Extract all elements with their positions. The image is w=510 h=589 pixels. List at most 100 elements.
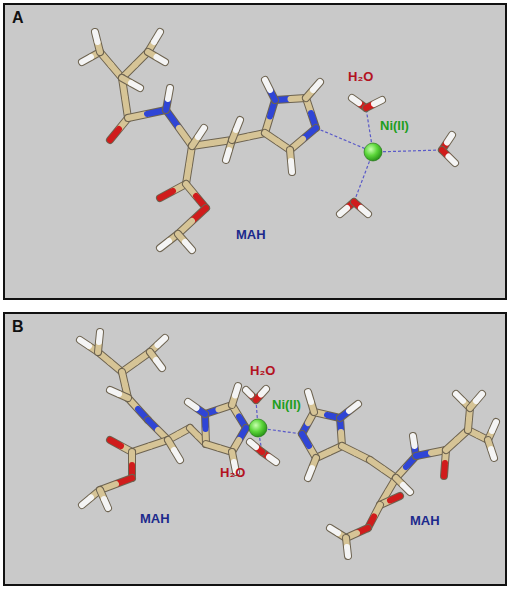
figure-panel: B xyxy=(3,312,507,586)
bond-stick xyxy=(447,135,452,143)
bond-stick xyxy=(148,52,165,62)
bond-stick xyxy=(166,88,170,110)
bond-stick xyxy=(256,389,266,400)
bond-stick xyxy=(178,234,192,250)
bond-stick xyxy=(265,133,278,142)
bond-stick xyxy=(178,208,206,234)
bond-stick xyxy=(160,241,169,248)
molecule-label: MAH xyxy=(140,512,170,527)
bond-stick xyxy=(361,208,368,214)
bond-stick xyxy=(168,88,170,99)
bond-stick xyxy=(100,490,108,508)
bond-stick xyxy=(302,434,316,458)
bond-stick xyxy=(261,389,266,395)
bond-stick xyxy=(232,120,240,140)
bond-stick xyxy=(82,57,91,62)
bond-stick xyxy=(95,32,100,52)
bond-stick xyxy=(306,82,320,98)
bond-stick xyxy=(250,442,262,452)
bond-stick xyxy=(132,440,168,452)
bond-stick xyxy=(390,496,400,501)
bond-stick xyxy=(442,150,455,163)
bond-stick xyxy=(250,442,256,447)
bond-stick xyxy=(308,392,311,402)
bond-stick xyxy=(98,332,100,352)
metal-label: Ni(II) xyxy=(380,119,409,134)
bond-stick xyxy=(122,352,150,372)
bond-stick xyxy=(346,538,348,556)
bond-stick xyxy=(110,129,119,140)
bond-stick xyxy=(491,449,494,458)
panel-letter: A xyxy=(12,9,24,27)
water-label: H₂O xyxy=(220,466,245,481)
bond-stick xyxy=(157,57,166,62)
bond-stick xyxy=(340,418,342,446)
bond-stick xyxy=(110,390,128,398)
bond-stick xyxy=(308,392,314,412)
bond-stick xyxy=(122,78,140,88)
bond-stick xyxy=(340,404,358,418)
panel-ground xyxy=(3,3,507,300)
bond-stick xyxy=(95,32,98,42)
molecule-label: MAH xyxy=(410,514,440,529)
bond-stick xyxy=(308,458,316,478)
water-label: H₂O xyxy=(250,364,275,379)
panel-letter: B xyxy=(12,318,24,336)
bond-stick xyxy=(186,146,192,184)
bond-stick xyxy=(82,498,91,506)
nickel-ion xyxy=(364,143,382,161)
bond-stick xyxy=(232,405,246,428)
bond-stick xyxy=(110,440,121,446)
bond-stick xyxy=(205,405,232,414)
bond-stick xyxy=(444,463,445,476)
bond-stick xyxy=(396,456,416,478)
bond-stick xyxy=(174,450,180,460)
bond-stick xyxy=(349,404,358,411)
bond-stick xyxy=(265,80,275,100)
bond-stick xyxy=(236,120,240,130)
bond-stick xyxy=(131,83,140,88)
bond-stick xyxy=(366,100,382,108)
bond-stick xyxy=(374,100,382,104)
bond-stick xyxy=(160,191,173,198)
bond-stick xyxy=(352,98,359,103)
bond-stick xyxy=(185,242,192,250)
water-label: H₂O xyxy=(348,70,373,85)
bond-stick xyxy=(403,485,410,492)
bond-stick xyxy=(290,150,292,172)
bond-stick xyxy=(128,110,166,118)
coordination-bond xyxy=(373,150,442,152)
bond-stick xyxy=(449,157,456,164)
bond-stick xyxy=(99,332,100,342)
bond-stick xyxy=(488,440,494,458)
bond-stick xyxy=(265,80,270,90)
bond-stick xyxy=(98,352,122,372)
bond-stick xyxy=(158,338,166,345)
bond-stick xyxy=(265,133,290,150)
bond-stick xyxy=(306,98,316,128)
bond-stick xyxy=(492,422,496,431)
bond-stick xyxy=(232,428,246,452)
bond-stick xyxy=(110,118,128,140)
bond-stick xyxy=(205,414,206,444)
bond-stick xyxy=(330,528,338,533)
bond-stick xyxy=(302,434,309,446)
bond-stick xyxy=(316,446,342,458)
metal-label: Ni(II) xyxy=(272,398,301,413)
bond-stick xyxy=(476,394,482,401)
bond-stick xyxy=(370,460,396,478)
bond-stick xyxy=(128,398,148,420)
bond-stick xyxy=(290,128,316,150)
bond-stick xyxy=(168,440,180,460)
bond-stick xyxy=(122,52,148,78)
bond-stick xyxy=(166,110,192,146)
bond-stick xyxy=(206,444,232,452)
bond-stick xyxy=(246,390,251,395)
bond-stick xyxy=(347,547,348,556)
bond-stick xyxy=(269,457,276,462)
bond-stick xyxy=(156,360,162,368)
bond-stick xyxy=(110,390,119,394)
figure-panel: A xyxy=(3,3,507,300)
bond-stick xyxy=(470,394,482,408)
